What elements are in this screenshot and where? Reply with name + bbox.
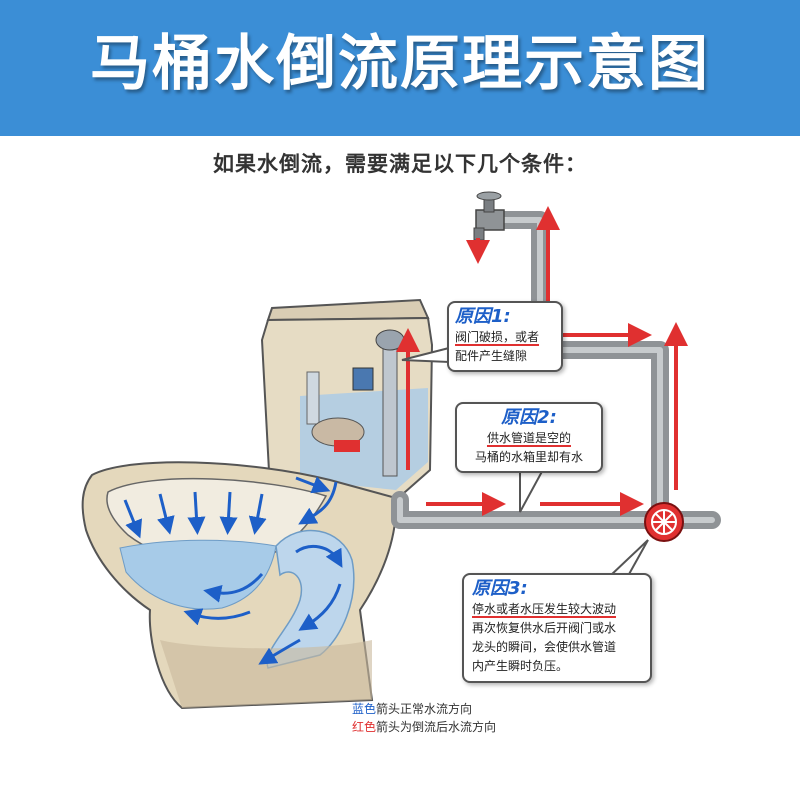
toilet-illustration — [81, 298, 434, 710]
page-title: 马桶水倒流原理示意图 — [90, 29, 710, 99]
callout-1-line-2: 配件产生缝隙 — [455, 349, 528, 363]
callout-reason-2: 原因2: 供水管道是空的 马桶的水箱里却有水 — [455, 402, 603, 473]
faucet-icon — [473, 191, 505, 241]
callout-reason-1: 原因1: 阀门破损，或者 配件产生缝隙 — [447, 301, 563, 372]
legend-item-blue: 蓝色箭头正常水流方向 — [352, 700, 496, 718]
callout-2-line-1: 供水管道是空的 — [486, 431, 571, 445]
callout-2-line-2: 马桶的水箱里却有水 — [474, 450, 583, 464]
legend-blue-label: 蓝色 — [352, 702, 377, 716]
subtitle: 如果水倒流，需要满足以下几个条件： — [213, 152, 587, 176]
legend-red-label: 红色 — [352, 720, 377, 734]
callout-2-title: 原因2: — [501, 407, 557, 428]
header-banner: 马桶水倒流原理示意图 — [0, 0, 800, 136]
toilet-tank — [266, 298, 430, 322]
callout-3-line-2: 再次恢复供水后开阀门或水 — [472, 621, 617, 635]
valve-wheel-icon — [644, 502, 684, 542]
callout-3-line-1: 停水或者水压发生较大波动 — [472, 602, 617, 616]
callout-3-line-3: 龙头的瞬间，会使供水管道 — [472, 640, 617, 654]
callout-reason-3: 原因3: 停水或者水压发生较大波动 再次恢复供水后开阀门或水 龙头的瞬间，会使供… — [462, 573, 652, 683]
callout-3-line-4: 内产生瞬时负压。 — [472, 659, 569, 673]
legend: 蓝色箭头正常水流方向 红色箭头为倒流后水流方向 — [352, 700, 496, 736]
callout-1-line-1: 阀门破损，或者 — [455, 330, 540, 344]
callout-1-title: 原因1: — [455, 306, 511, 327]
legend-blue-text: 箭头正常水流方向 — [376, 702, 473, 716]
legend-red-text: 箭头为倒流后水流方向 — [376, 720, 497, 734]
legend-item-red: 红色箭头为倒流后水流方向 — [352, 718, 496, 736]
callout-3-title: 原因3: — [472, 578, 528, 599]
